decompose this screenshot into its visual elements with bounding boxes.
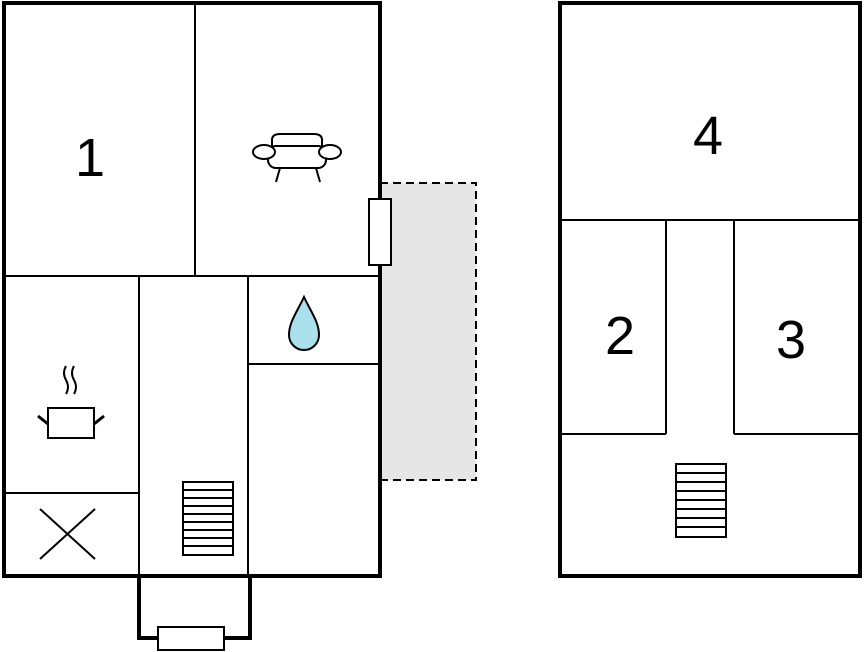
door-icon: [157, 626, 225, 651]
ground-floor-outer-wall: [2, 1, 382, 578]
sofa-icon: [252, 133, 342, 183]
cross-mark-icon: [39, 508, 96, 560]
terrace: [379, 182, 477, 481]
room-label-2: 2: [605, 306, 635, 366]
room-label-4: 4: [693, 106, 723, 166]
stairs-icon: [182, 481, 234, 556]
upper-stairs-icon: [675, 463, 727, 538]
cooking-pot-icon: [37, 365, 105, 439]
entrance-porch: [137, 576, 252, 651]
window-icon: [368, 198, 392, 266]
room-label-3: 3: [776, 310, 806, 370]
ground-floor: [2, 1, 382, 578]
room-label-1: 1: [75, 128, 105, 188]
water-drop-icon: [287, 294, 321, 351]
